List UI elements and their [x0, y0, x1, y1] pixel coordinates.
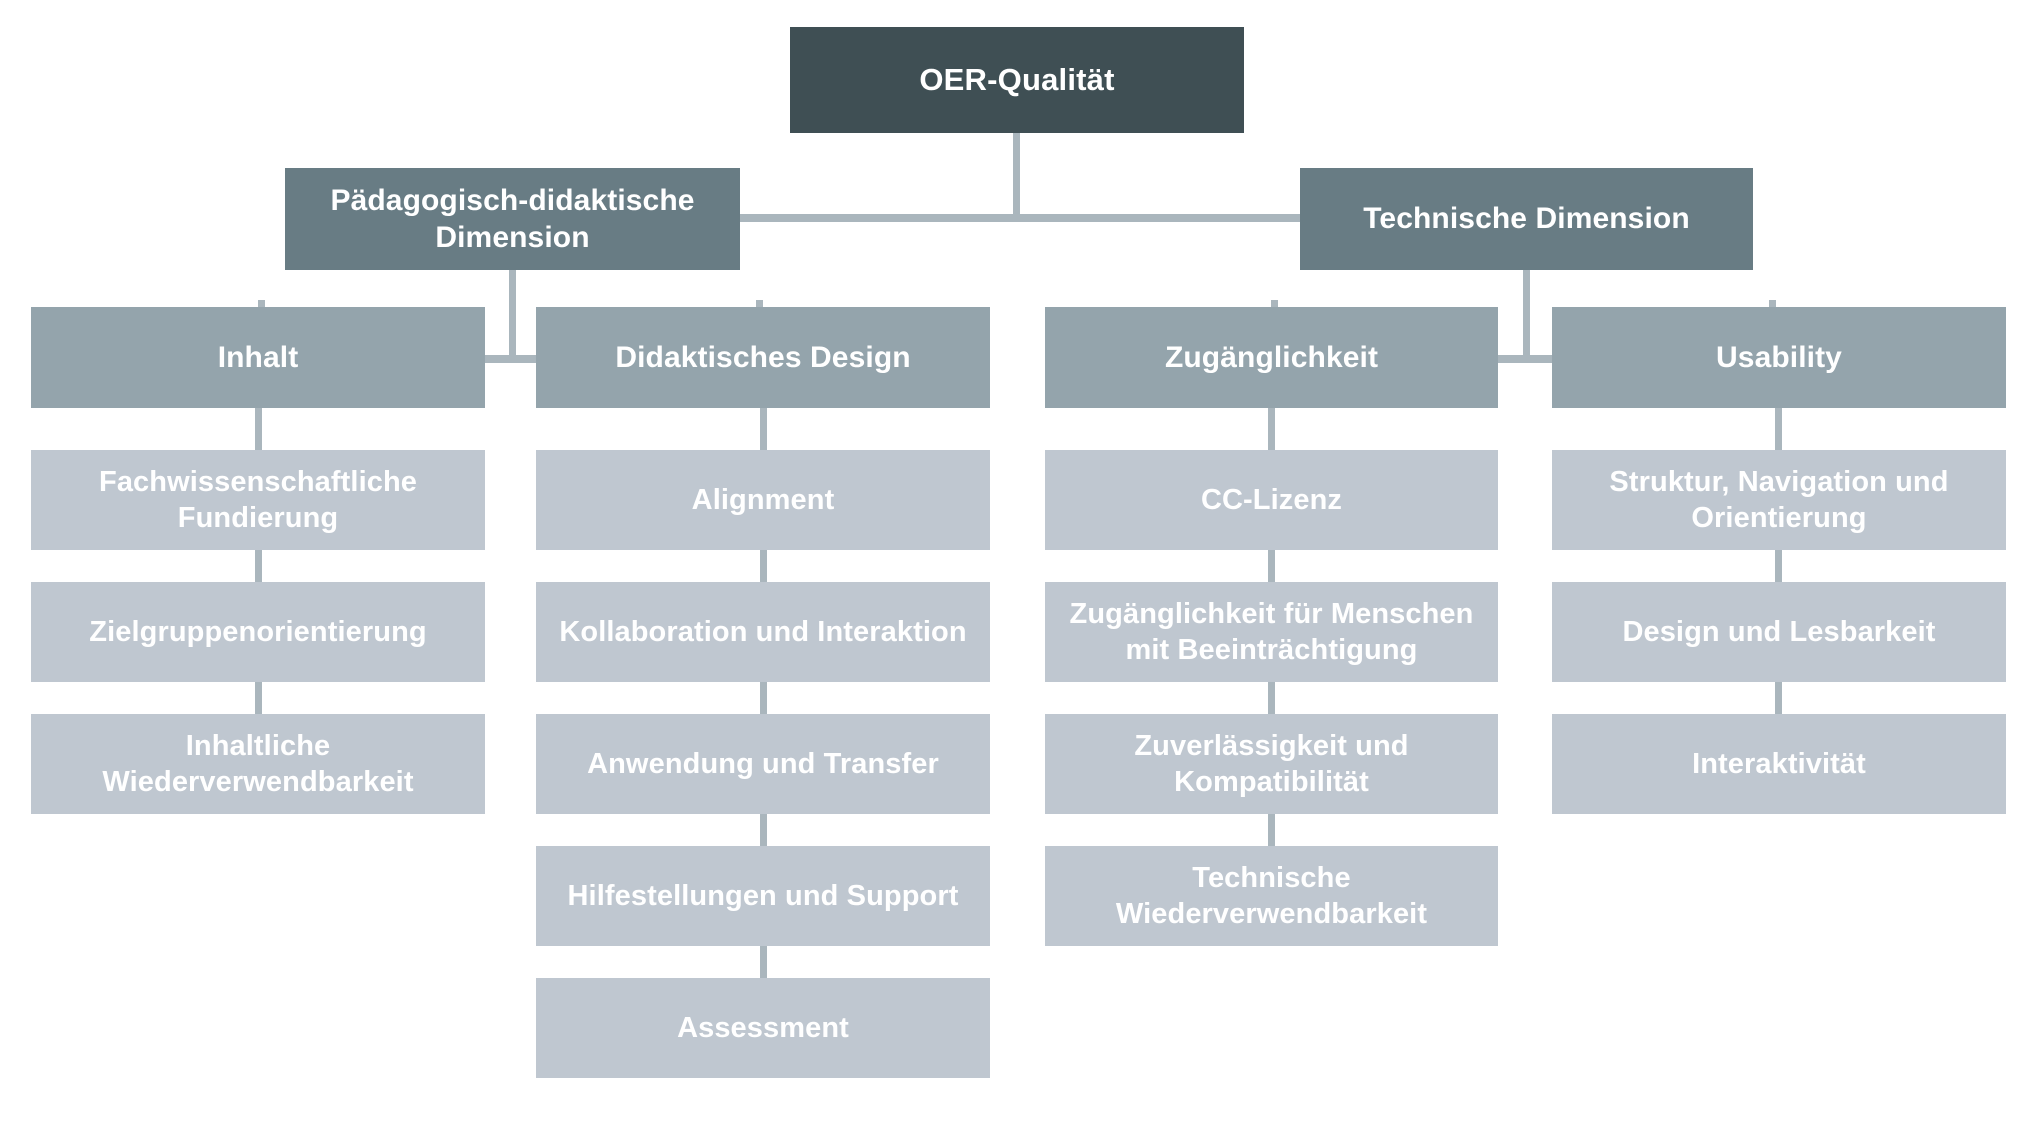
node-criterion-anwendung-und-transfer[interactable]: Anwendung und Transfer [536, 714, 990, 814]
connector-column-zugang-spine-2 [1268, 550, 1275, 582]
node-criterion-hilfestellungen-und-support[interactable]: Hilfestellungen und Support [536, 846, 990, 946]
connector-column-didaktik-spine [760, 408, 767, 450]
node-dimension-technische[interactable]: Technische Dimension [1300, 168, 1753, 270]
connector-column-usability-spine-2 [1775, 550, 1782, 582]
node-criterion-technische-wiederverwendbarkeit[interactable]: Technische Wiederverwendbarkeit [1045, 846, 1498, 946]
node-category-didaktisches-design[interactable]: Didaktisches Design [536, 307, 990, 408]
node-criterion-zuverlaessigkeit-und-kompatibilitaet[interactable]: Zuverlässigkeit und Kompatibilität [1045, 714, 1498, 814]
node-criterion-assessment[interactable]: Assessment [536, 978, 990, 1078]
connector-column-usability-spine-3 [1775, 682, 1782, 714]
node-criterion-kollaboration-und-interaktion[interactable]: Kollaboration und Interaktion [536, 582, 990, 682]
connector-column-inhalt-spine-2 [255, 550, 262, 582]
node-criterion-cc-lizenz[interactable]: CC-Lizenz [1045, 450, 1498, 550]
node-category-zugaenglichkeit[interactable]: Zugänglichkeit [1045, 307, 1498, 408]
connector-left-category-bus [258, 355, 763, 363]
node-criterion-inhaltliche-wiederverwendbarkeit[interactable]: Inhaltliche Wiederverwendbarkeit [31, 714, 485, 814]
node-criterion-zielgruppenorientierung[interactable]: Zielgruppenorientierung [31, 582, 485, 682]
connector-column-usability-spine [1775, 408, 1782, 450]
connector-column-inhalt-spine-3 [255, 682, 262, 714]
connector-left-dimension-vertical [509, 270, 516, 362]
node-category-usability[interactable]: Usability [1552, 307, 2006, 408]
connector-column-didaktik-spine-3 [760, 682, 767, 714]
node-dimension-paedagogisch-didaktische[interactable]: Pädagogisch-didaktische Dimension [285, 168, 740, 270]
node-criterion-interaktivitaet[interactable]: Interaktivität [1552, 714, 2006, 814]
connector-root-vertical [1013, 133, 1020, 222]
node-criterion-zugaenglichkeit-fuer-menschen-mit-beeintraechtigung[interactable]: Zugänglichkeit für Menschen mit Beeinträ… [1045, 582, 1498, 682]
node-criterion-alignment[interactable]: Alignment [536, 450, 990, 550]
node-criterion-design-und-lesbarkeit[interactable]: Design und Lesbarkeit [1552, 582, 2006, 682]
node-criterion-fachwissenschaftliche-fundierung[interactable]: Fachwissenschaftliche Fundierung [31, 450, 485, 550]
connector-column-didaktik-spine-4 [760, 814, 767, 846]
connector-column-didaktik-spine-2 [760, 550, 767, 582]
node-root-oer-qualitaet[interactable]: OER-Qualität [790, 27, 1244, 133]
node-category-inhalt[interactable]: Inhalt [31, 307, 485, 408]
node-criterion-struktur-navigation-und-orientierung[interactable]: Struktur, Navigation und Orientierung [1552, 450, 2006, 550]
connector-column-didaktik-spine-5 [760, 946, 767, 978]
connector-column-zugang-spine-3 [1268, 682, 1275, 714]
connector-right-dimension-vertical [1523, 270, 1530, 362]
connector-column-zugang-spine-4 [1268, 814, 1275, 846]
connector-column-zugang-spine [1268, 408, 1275, 450]
connector-right-category-bus [1271, 355, 1776, 363]
connector-dimension-bus [512, 214, 1527, 222]
